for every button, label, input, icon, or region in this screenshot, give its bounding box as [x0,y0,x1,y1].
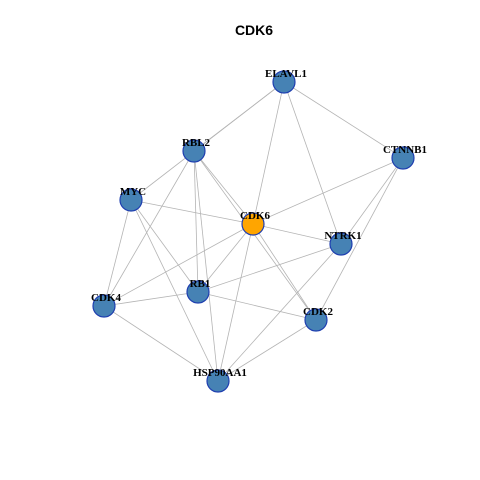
node-rbl2: RBL2 [182,137,211,163]
edge-ctnnb1-ntrk1 [340,157,404,245]
edge-cdk6-cdk4 [103,223,254,307]
edge-myc-hsp90aa1 [130,199,219,382]
edge-cdk6-ntrk1 [252,223,342,245]
node-circle-ntrk1 [329,232,353,256]
edge-rbl2-hsp90aa1 [193,150,219,382]
edge-cdk6-rb1 [197,223,254,293]
node-cdk2: CDK2 [303,306,333,332]
edge-elavl1-ctnnb1 [283,81,404,159]
node-label-myc: MYC [120,186,146,198]
node-circle-rbl2 [182,139,206,163]
node-circle-cdk4 [92,294,116,318]
node-label-hsp90aa1: HSP90AA1 [193,367,247,379]
node-cdk6: CDK6 [240,210,270,236]
edge-cdk4-rb1 [103,291,199,307]
graph-title: CDK6 [235,22,273,38]
edge-rbl2-cdk2 [193,150,317,321]
node-circle-cdk2 [304,308,328,332]
edge-ctnnb1-cdk2 [315,157,404,321]
edge-myc-rb1 [130,199,199,293]
edge-cdk4-hsp90aa1 [103,305,219,382]
edge-cdk6-hsp90aa1 [217,223,254,382]
edge-elavl1-myc [130,81,285,201]
node-ntrk1: NTRK1 [324,230,362,256]
node-ctnnb1: CTNNB1 [383,144,427,170]
node-circle-elavl1 [272,70,296,94]
node-circle-cdk6 [241,212,265,236]
edge-rbl2-cdk6 [193,150,254,225]
node-elavl1: ELAVL1 [265,68,307,94]
node-circle-rb1 [186,280,210,304]
edge-ntrk1-hsp90aa1 [217,243,342,382]
node-myc: MYC [119,186,146,212]
node-rb1: RB1 [186,278,211,304]
node-label-cdk4: CDK4 [91,292,121,304]
node-label-rbl2: RBL2 [182,137,211,149]
node-circle-ctnnb1 [391,146,415,170]
node-circle-myc [119,188,143,212]
edge-ctnnb1-cdk6 [252,157,404,225]
edge-rb1-cdk2 [197,291,317,321]
edge-cdk6-cdk2 [252,223,317,321]
edges-layer [103,81,404,382]
node-label-cdk2: CDK2 [303,306,333,318]
edge-ntrk1-rb1 [197,243,342,293]
node-label-rb1: RB1 [190,278,211,290]
edge-elavl1-cdk6 [252,81,285,225]
edge-myc-cdk6 [130,199,254,225]
node-label-elavl1: ELAVL1 [265,68,307,80]
node-hsp90aa1: HSP90AA1 [193,367,247,393]
node-cdk4: CDK4 [91,292,121,318]
edge-myc-cdk4 [103,199,132,307]
node-label-ntrk1: NTRK1 [324,230,361,242]
edge-rbl2-rb1 [193,150,199,293]
edge-elavl1-ntrk1 [283,81,342,245]
node-label-cdk6: CDK6 [240,210,270,222]
edge-rbl2-cdk4 [103,150,195,307]
edge-cdk2-hsp90aa1 [217,319,317,382]
node-label-ctnnb1: CTNNB1 [383,144,427,156]
node-circle-hsp90aa1 [206,369,230,393]
